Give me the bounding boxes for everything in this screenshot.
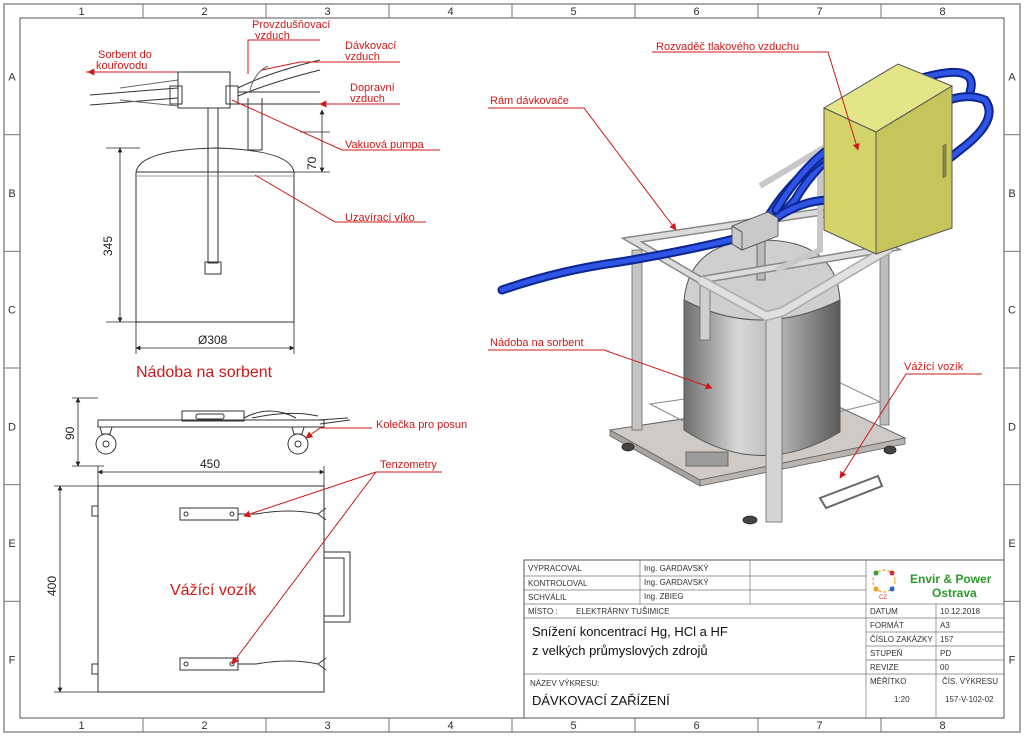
callout-tenzometry-lines: [231, 471, 442, 665]
zone-column-label-bottom: 2: [201, 720, 207, 732]
zone-column-label-top: 3: [324, 6, 330, 18]
tb-format-label: FORMÁT: [870, 621, 904, 630]
logo-text: CZ: [879, 595, 887, 601]
dim-400: 400: [45, 576, 59, 596]
label-vakuova-pumpa: Vakuová pumpa: [345, 139, 425, 151]
tb-vypracoval-label: VYPRACOVAL: [528, 564, 582, 573]
label-ram-davkovace: Rám dávkovače: [490, 95, 569, 107]
label-tenzometry: Tenzometry: [380, 459, 437, 471]
tb-kontroloval-label: KONTROLOVAL: [528, 579, 588, 588]
dim-450: 450: [200, 457, 220, 471]
zone-column-label-bottom: 8: [939, 720, 945, 732]
zone-column-label-bottom: 3: [324, 720, 330, 732]
tb-nazev-label: NÁZEV VÝKRESU:: [530, 679, 599, 688]
trolley-side-dimensions: [72, 397, 104, 467]
company-logo: CZ: [872, 569, 896, 601]
zone-row-label-left: A: [8, 71, 16, 83]
zone-row-label-right: A: [1008, 71, 1016, 83]
dim-90: 90: [63, 426, 77, 440]
label-sorbent-1: Sorbent do: [98, 49, 152, 61]
tb-cis-label: ČÍS. VÝKRESU: [942, 677, 998, 686]
tb-stupen-label: STUPEŇ: [870, 649, 903, 658]
tb-kontroloval-value: Ing. GARDAVSKÝ: [644, 578, 709, 587]
zone-row-label-right: B: [1008, 188, 1015, 200]
trolley-plan-view: [91, 485, 351, 693]
zone-column-label-top: 8: [939, 6, 945, 18]
tb-stupen-value: PD: [940, 649, 951, 658]
dim-308: Ø308: [198, 333, 228, 347]
tb-revize-label: REVIZE: [870, 663, 899, 672]
label-uzaviraci-viko: Uzavírací víko: [345, 212, 415, 224]
tb-cis-value: 157-V-102-02: [945, 695, 994, 704]
zone-row-label-left: B: [8, 188, 15, 200]
tb-zakazky-value: 157: [940, 635, 954, 644]
tb-nazev-value: DÁVKOVACÍ ZAŘÍZENÍ: [532, 693, 670, 708]
tb-company-2: Ostrava: [932, 586, 977, 600]
dim-70: 70: [305, 156, 319, 170]
label-provzdusnovaci-1: Provzdušňovací: [252, 19, 330, 31]
tb-project-line-1: Snížení koncentrací Hg, HCl a HF: [532, 624, 728, 639]
trolley-side-view: [95, 410, 351, 455]
zone-column-label-bottom: 7: [816, 720, 822, 732]
tb-project-line-2: z velkých průmyslových zdrojů: [532, 643, 708, 658]
callout-lines-top: [86, 39, 440, 223]
tb-zakazky-label: ČÍSLO ZAKÁZKY: [870, 635, 933, 644]
label-provzdusnovaci-2: vzduch: [255, 30, 290, 42]
isometric-assembly: [497, 63, 994, 525]
tb-revize-value: 00: [940, 663, 949, 672]
zone-column-label-top: 1: [78, 6, 84, 18]
label-nadoba-iso: Nádoba na sorbent: [490, 337, 584, 349]
tb-vypracoval-value: Ing. GARDAVSKÝ: [644, 564, 709, 573]
title-nadoba-na-sorbent: Nádoba na sorbent: [136, 364, 273, 381]
zone-row-label-right: D: [1008, 421, 1016, 433]
zone-column-label-bottom: 6: [693, 720, 699, 732]
label-davkovaci-2: vzduch: [345, 51, 380, 63]
label-vazici-vozik-plan: Vážící vozík: [170, 582, 257, 599]
zone-row-label-left: E: [8, 538, 15, 550]
callout-kolecka-line: [305, 427, 372, 439]
tb-datum-label: DATUM: [870, 607, 898, 616]
zone-row-label-right: E: [1008, 538, 1015, 550]
zone-column-label-top: 4: [447, 6, 453, 18]
label-rozvadec: Rozvaděč tlakového vzduchu: [656, 41, 799, 53]
title-block: VYPRACOVAL Ing. GARDAVSKÝ KONTROLOVAL In…: [523, 559, 1005, 719]
tb-meritko-label: MĚŘÍTKO: [870, 677, 906, 686]
callout-lines-iso: [488, 51, 982, 479]
label-davkovaci-1: Dávkovací: [345, 40, 396, 52]
trolley-plan-dimensions: [54, 466, 325, 693]
label-dopravni-2: vzduch: [350, 93, 385, 105]
tb-meritko-value: 1:20: [894, 695, 910, 704]
label-sorbent-2: kouřovodu: [96, 60, 147, 72]
label-kolecka-pro-posun: Kolečka pro posun: [376, 419, 467, 431]
zone-row-label-left: F: [9, 655, 16, 667]
tank-side-view: [89, 59, 321, 323]
tb-misto-label: MÍSTO :: [528, 607, 558, 616]
zone-row-label-left: C: [8, 305, 16, 317]
label-vazici-vozik-iso: Vážící vozík: [904, 361, 964, 373]
zone-column-label-top: 2: [201, 6, 207, 18]
tb-format-value: A3: [940, 621, 950, 630]
zone-row-label-right: F: [1009, 655, 1016, 667]
tb-schvalil-label: SCHVÁLIL: [528, 593, 567, 602]
zone-column-label-bottom: 4: [447, 720, 453, 732]
zone-column-label-top: 5: [570, 6, 576, 18]
tb-schvalil-value: Ing. ZBIEG: [644, 592, 684, 601]
zone-column-label-top: 7: [816, 6, 822, 18]
zone-row-label-right: C: [1008, 305, 1016, 317]
tb-misto-value: ELEKTRÁRNY TUŠIMICE: [576, 607, 670, 616]
tb-datum-value: 10.12.2018: [940, 607, 981, 616]
tb-company-1: Envir & Power: [910, 572, 992, 586]
tank-dimension-lines: [106, 109, 330, 354]
zone-column-label-bottom: 1: [78, 720, 84, 732]
label-dopravni-1: Dopravní: [350, 82, 395, 94]
zone-column-label-top: 6: [693, 6, 699, 18]
zone-row-label-left: D: [8, 421, 16, 433]
dim-345: 345: [101, 236, 115, 256]
zone-column-label-bottom: 5: [570, 720, 576, 732]
